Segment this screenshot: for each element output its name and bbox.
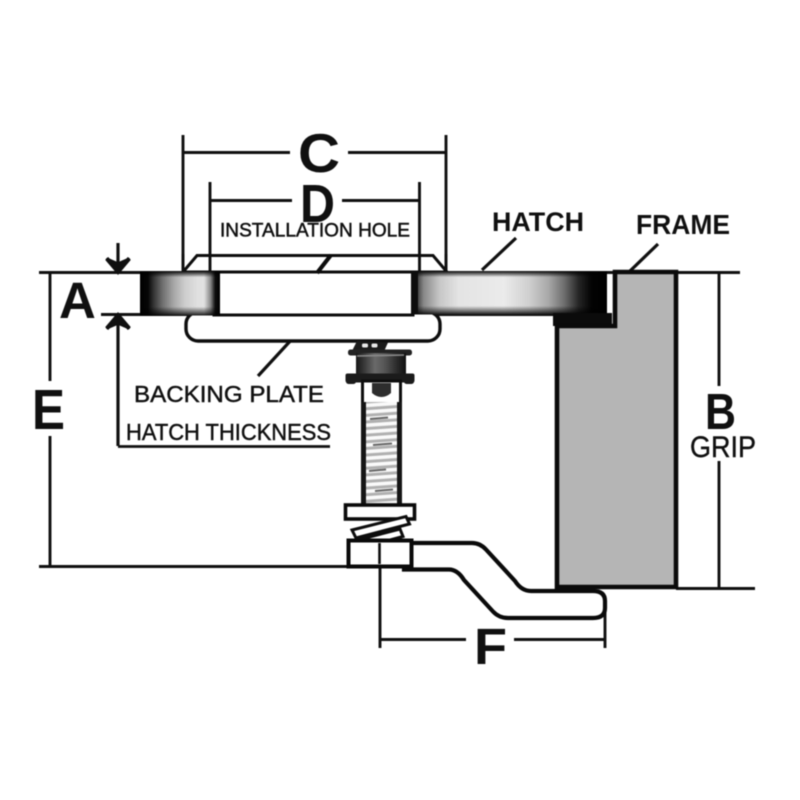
svg-text:FRAME: FRAME xyxy=(636,209,730,240)
svg-text:B: B xyxy=(705,383,736,440)
svg-text:INSTALLATION HOLE: INSTALLATION HOLE xyxy=(220,221,410,242)
svg-text:GRIP: GRIP xyxy=(690,431,756,464)
svg-text:BACKING PLATE: BACKING PLATE xyxy=(134,381,324,407)
svg-text:C: C xyxy=(298,122,340,184)
svg-text:A: A xyxy=(59,272,96,329)
svg-text:F: F xyxy=(474,618,507,675)
svg-text:HATCH: HATCH xyxy=(492,207,584,237)
svg-text:E: E xyxy=(32,378,65,442)
svg-text:D: D xyxy=(300,174,335,234)
svg-text:HATCH THICKNESS: HATCH THICKNESS xyxy=(126,419,331,445)
